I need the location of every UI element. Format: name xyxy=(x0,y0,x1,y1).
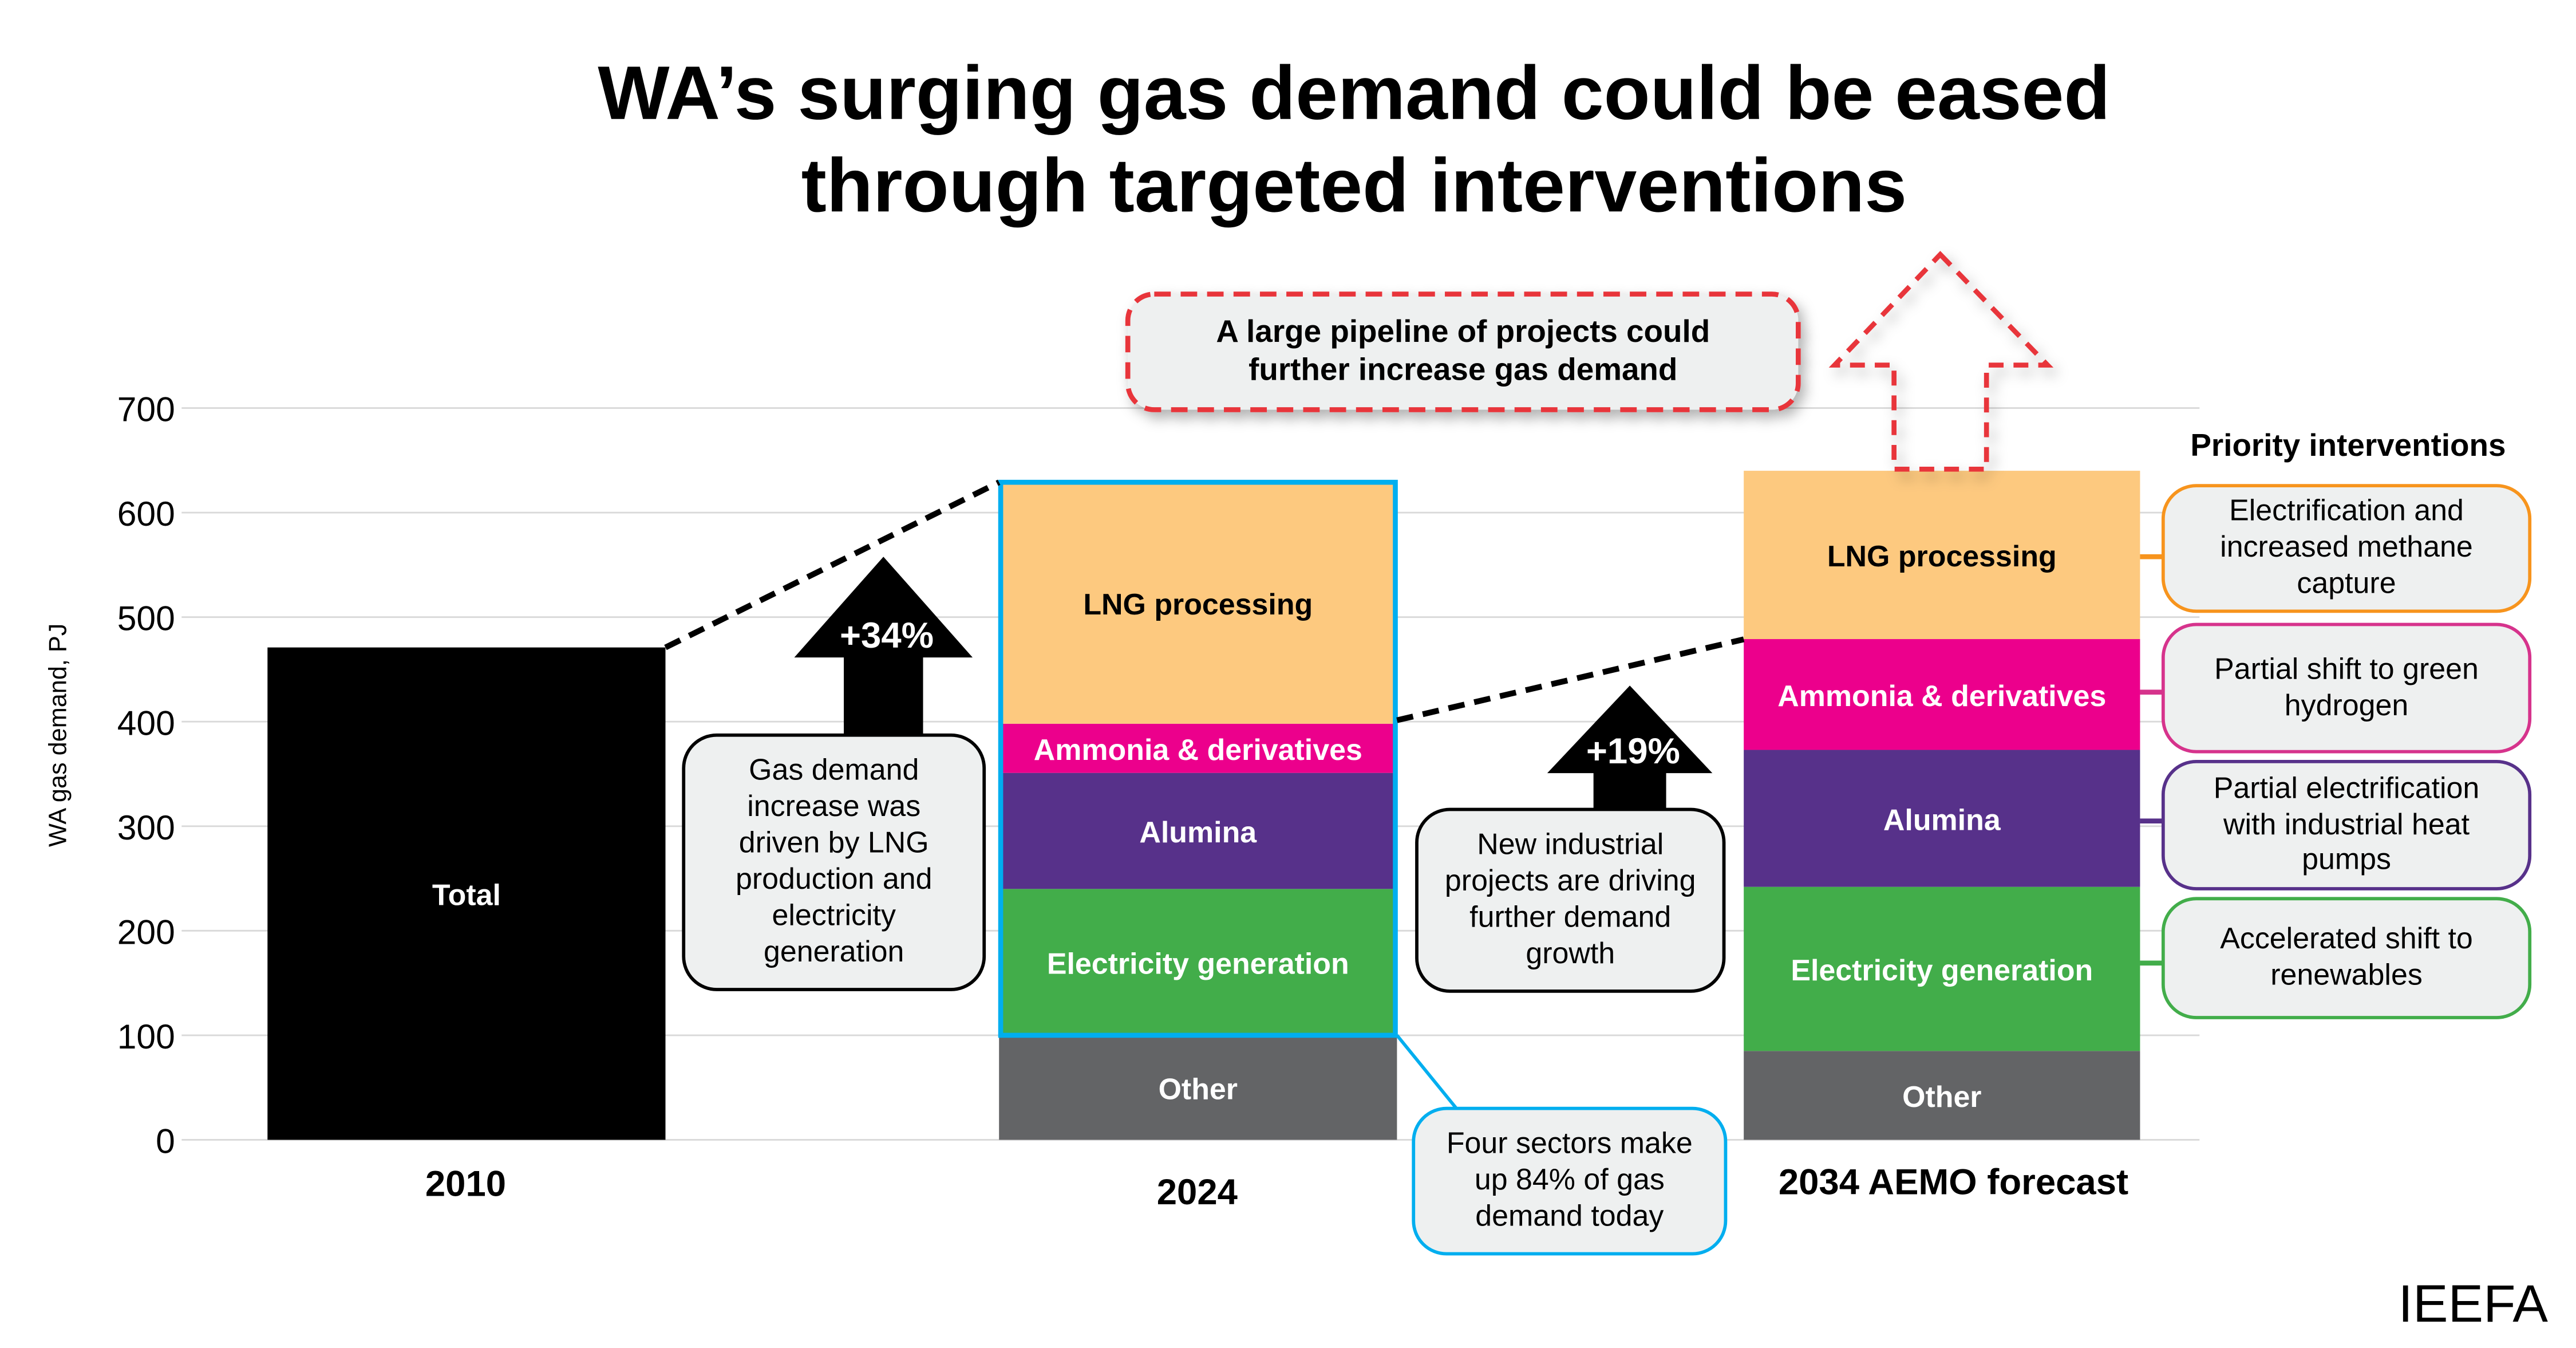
y-tick-label: 500 xyxy=(117,599,175,638)
segment-label: Total xyxy=(432,879,501,912)
pipeline-callout xyxy=(1125,291,1801,412)
bar-segment xyxy=(999,889,1397,1035)
callout-2010-2024-text: Gas demand increase was driven by LNG pr… xyxy=(735,753,933,968)
up-arrow-icon xyxy=(794,557,973,737)
growth-percent-label: +19% xyxy=(1586,731,1680,771)
segment-label: LNG processing xyxy=(1083,588,1313,621)
x-category-label: 2024 xyxy=(1157,1172,1238,1212)
y-tick-label: 100 xyxy=(117,1017,175,1056)
four-sectors-highlight xyxy=(998,479,1398,1038)
segment-label: Other xyxy=(1159,1073,1238,1106)
bar-segment xyxy=(1744,886,2140,1051)
bar-segment xyxy=(1744,1051,2140,1140)
intervention-box-text: Accelerated shift to renewables xyxy=(2220,921,2473,991)
segment-label: Electricity generation xyxy=(1047,947,1349,980)
intervention-box-text: Partial electrification with industrial … xyxy=(2213,770,2480,877)
y-axis-label: WA gas demand, PJ xyxy=(44,624,72,847)
callout-four-sectors-text: Four sectors make up 84% of gas demand t… xyxy=(1446,1126,1693,1232)
y-tick-label: 700 xyxy=(117,390,175,429)
intervention-box-text-frame: Electrification and increased methane ca… xyxy=(2220,494,2473,600)
segment-label: Electricity generation xyxy=(1791,954,2093,987)
intervention-box xyxy=(2161,622,2532,754)
growth-percent-label: +34% xyxy=(840,616,934,656)
growth-connector xyxy=(664,479,1001,651)
growth-connector xyxy=(1396,636,1745,723)
bar-segment xyxy=(1744,639,2140,750)
segment-label: Other xyxy=(1902,1081,1981,1114)
segment-label: Alumina xyxy=(1883,803,2001,837)
callout-2024-2034-text-frame: New industrial projects are driving furt… xyxy=(1444,827,1696,970)
intervention-box xyxy=(2161,484,2532,613)
intervention-box xyxy=(2161,897,2532,1019)
segment-label: LNG processing xyxy=(1827,540,2057,573)
y-tick-label: 600 xyxy=(117,494,175,533)
y-tick-label: 0 xyxy=(156,1122,175,1161)
bar-segment xyxy=(267,647,666,1140)
bar-segment xyxy=(999,1035,1397,1140)
up-arrow-icon xyxy=(1547,685,1713,818)
y-tick-label: 300 xyxy=(117,808,175,847)
brand-logo: IEEFA xyxy=(2398,1274,2548,1333)
pipeline-dashed-arrow-icon xyxy=(1828,251,2054,472)
bar-segment xyxy=(999,482,1397,724)
intervention-box-text-frame: Accelerated shift to renewables xyxy=(2220,921,2473,991)
interventions-title: Priority interventions xyxy=(2190,427,2506,463)
pipeline-callout-text-frame: A large pipeline of projects could furth… xyxy=(1216,315,1710,388)
y-tick-label: 400 xyxy=(117,703,175,742)
callout-2024-2034 xyxy=(1415,807,1726,993)
callout-2024-2034-text: New industrial projects are driving furt… xyxy=(1444,827,1696,970)
y-tick-label: 200 xyxy=(117,912,175,951)
segment-label: Ammonia & derivatives xyxy=(1777,680,2106,713)
segment-label: Ammonia & derivatives xyxy=(1034,734,1362,767)
callout-2010-2024 xyxy=(682,733,986,991)
intervention-box-text-frame: Partial electrification with industrial … xyxy=(2213,770,2480,877)
intervention-box-text: Partial shift to green hydrogen xyxy=(2214,652,2479,722)
callout-2010-2024-text-frame: Gas demand increase was driven by LNG pr… xyxy=(735,753,933,968)
bar-segment xyxy=(999,723,1397,773)
callout-four-sectors-text-frame: Four sectors make up 84% of gas demand t… xyxy=(1446,1126,1693,1232)
intervention-box xyxy=(2161,760,2532,890)
chart-title-line-1: WA’s surging gas demand could be eased xyxy=(598,51,2110,136)
x-category-label: 2034 AEMO forecast xyxy=(1779,1162,2128,1203)
chart-title-line-2: through targeted interventions xyxy=(801,143,1907,228)
callout-leader xyxy=(1396,1034,1458,1110)
pipeline-callout-text: A large pipeline of projects could furth… xyxy=(1216,315,1710,388)
bar-segment xyxy=(1744,750,2140,887)
intervention-box-text: Electrification and increased methane ca… xyxy=(2220,494,2473,600)
bar-segment xyxy=(999,772,1397,889)
callout-four-sectors xyxy=(1412,1106,1728,1256)
intervention-box-text-frame: Partial shift to green hydrogen xyxy=(2214,652,2479,722)
x-category-label: 2010 xyxy=(425,1164,506,1204)
bar-segment xyxy=(1744,471,2140,640)
segment-label: Alumina xyxy=(1139,816,1257,849)
